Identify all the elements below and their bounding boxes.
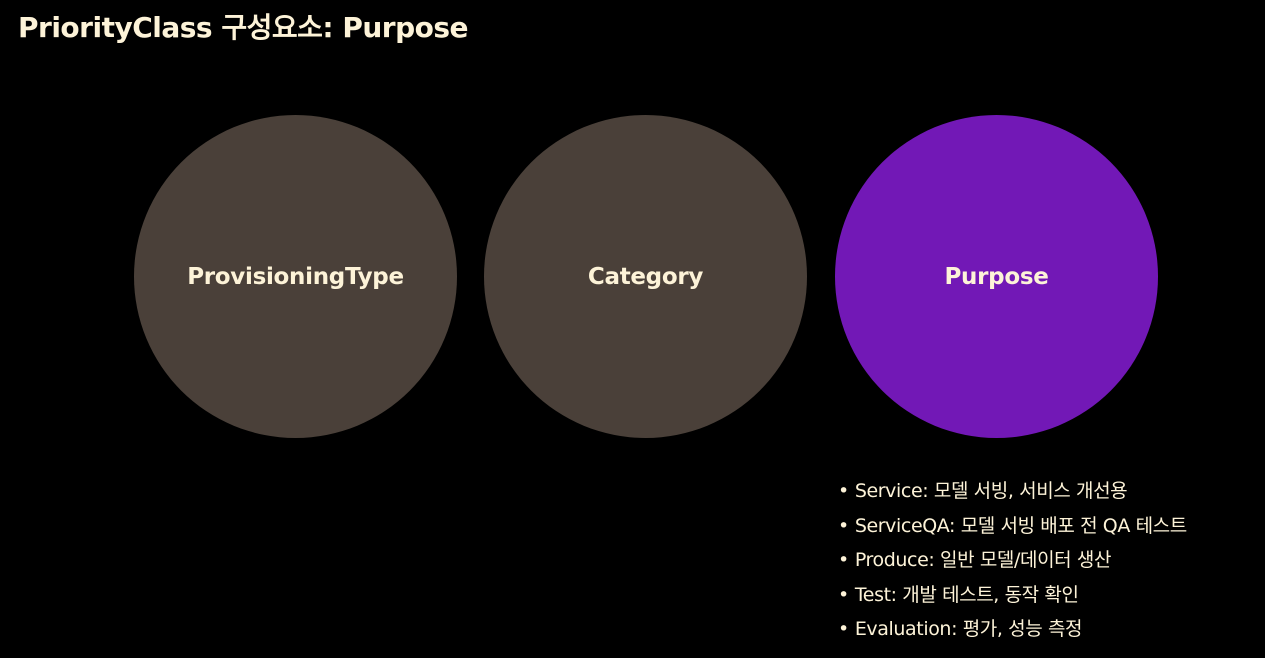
circle-purpose: Purpose [835, 115, 1158, 438]
bullet-item: Service: 모델 서빙, 서비스 개선용 [838, 475, 1187, 510]
bullet-item: Evaluation: 평가, 성능 측정 [838, 613, 1187, 648]
slide-title: PriorityClass 구성요소: Purpose [18, 11, 469, 44]
circle-label: Category [587, 263, 704, 290]
circle-label: Purpose [944, 263, 1049, 290]
bullet-item: Produce: 일반 모델/데이터 생산 [838, 544, 1187, 579]
purpose-bullet-list: Service: 모델 서빙, 서비스 개선용 ServiceQA: 모델 서빙… [838, 475, 1187, 648]
circle-label: ProvisioningType [187, 263, 404, 290]
bullet-item: ServiceQA: 모델 서빙 배포 전 QA 테스트 [838, 510, 1187, 545]
circle-category: Category [484, 115, 807, 438]
bullet-item: Test: 개발 테스트, 동작 확인 [838, 579, 1187, 614]
circle-provisioning-type: ProvisioningType [134, 115, 457, 438]
